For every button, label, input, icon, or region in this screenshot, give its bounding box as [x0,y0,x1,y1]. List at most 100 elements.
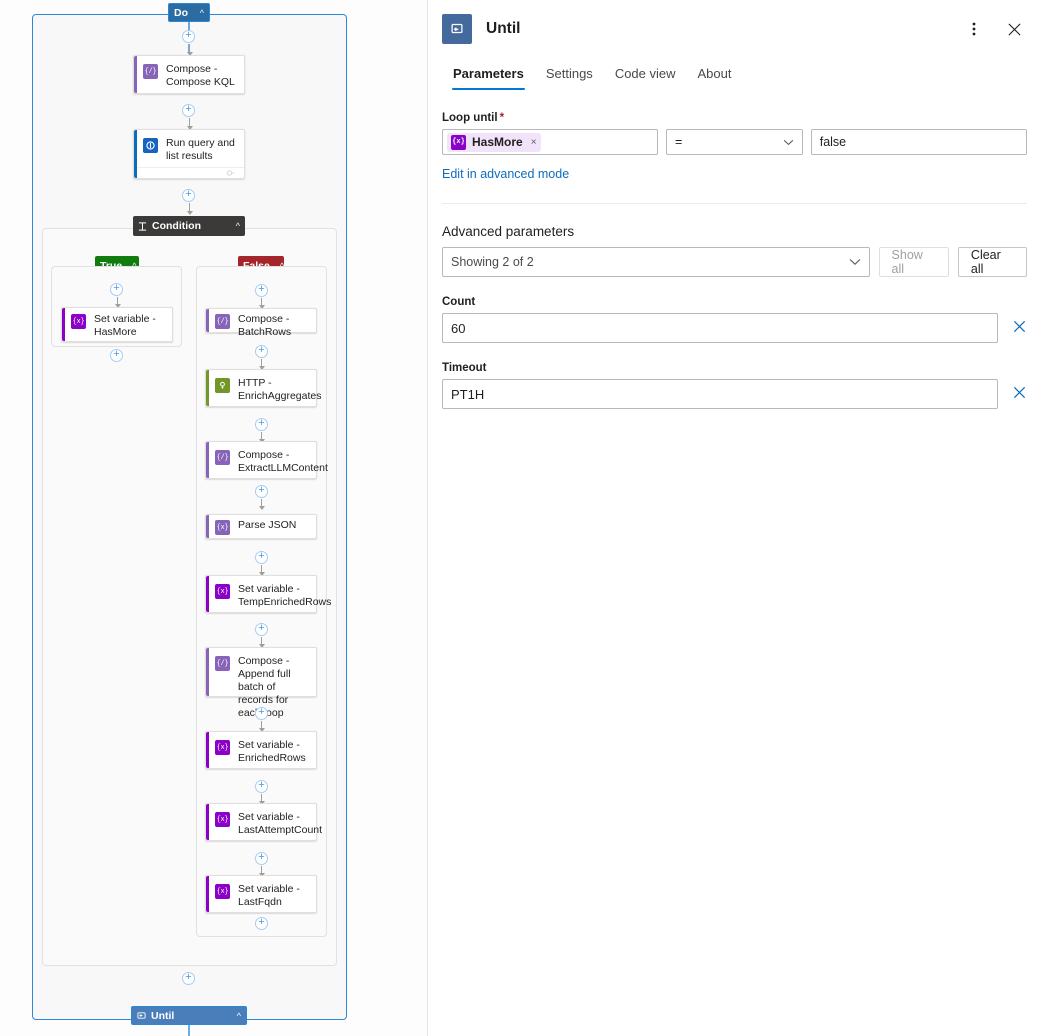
tab-code-view[interactable]: Code view [614,66,676,81]
loop-until-value-input[interactable]: false [810,129,1027,155]
close-icon[interactable] [1003,18,1025,40]
operator-select[interactable]: = [665,129,803,155]
advanced-parameters-select[interactable]: Showing 2 of 2 [442,247,870,277]
add-step-button[interactable] [182,189,195,202]
chevron-down-icon [783,139,793,145]
compose-icon: {/} [215,314,230,329]
page-title: Until [486,20,521,37]
node-compose-extractllmcontent[interactable]: {/} Compose - ExtractLLMContent [205,441,328,479]
add-step-button[interactable] [110,349,123,362]
connector-arrow [186,44,193,56]
show-all-button[interactable]: Show all [878,247,949,277]
remove-timeout-parameter-icon[interactable] [1012,385,1027,403]
advanced-parameters-select-value: Showing 2 of 2 [451,255,534,269]
chevron-up-icon[interactable]: ^ [270,261,284,271]
node-set-variable-lastattemptcount[interactable]: {x} Set variable - LastAttemptCount [205,803,322,841]
node-accent-bar [134,130,137,178]
connection-icon [226,170,235,176]
scope-header-do[interactable]: Do ^ [168,3,210,22]
node-title: Set variable - LastFqdn [238,883,300,908]
node-http-enrichaggregates[interactable]: HTTP - EnrichAggregates [205,369,321,407]
chevron-down-icon [849,259,860,266]
loop-icon [137,1011,146,1020]
tab-parameters[interactable]: Parameters [442,60,535,90]
parse-json-icon: {x} [215,520,230,535]
node-compose-append-full-batch[interactable]: {/} Compose - Append full batch of recor… [205,647,317,719]
add-step-button[interactable] [255,345,268,358]
node-set-variable-tempenrichedrows[interactable]: {x} Set variable - TempEnrichedRows [205,575,331,613]
tab-about[interactable]: About [697,66,732,81]
node-accent-bar [206,309,209,332]
loop-until-label: Loop until* [442,112,1027,124]
count-label: Count [442,296,476,308]
add-step-button[interactable] [182,104,195,117]
add-step-button[interactable] [255,623,268,636]
scope-do-label: Do [174,6,188,19]
connector-arrow [186,118,193,130]
edit-in-advanced-mode-link[interactable]: Edit in advanced mode [442,167,570,181]
node-accent-bar [206,648,209,696]
chevron-up-icon[interactable]: ^ [236,1010,241,1021]
panel-divider [427,0,428,1036]
condition-header[interactable]: Condition ^ [133,216,245,236]
variable-token[interactable]: {x} HasMore × [447,132,541,152]
add-step-button[interactable] [255,707,268,720]
node-accent-bar [206,732,209,768]
remove-count-parameter-icon[interactable] [1012,319,1027,337]
variable-token-label: HasMore [472,135,523,149]
add-step-button[interactable] [255,852,268,865]
node-title: HTTP - EnrichAggregates [238,377,322,402]
loop-until-value: false [819,135,847,149]
node-parse-json[interactable]: {x} Parse JSON [205,514,317,539]
loop-until-left-input[interactable]: {x} HasMore × [442,129,658,155]
chevron-up-icon[interactable]: ^ [122,261,136,271]
panel-header: Until [428,0,1041,44]
add-step-button[interactable] [255,485,268,498]
loop-until-row: {x} HasMore × = false [442,129,1027,155]
add-step-button[interactable] [182,30,195,43]
node-compose-compose-kql[interactable]: {/} Compose - Compose KQL [133,55,245,94]
node-compose-batchrows[interactable]: {/} Compose - BatchRows [205,308,317,338]
node-accent-bar [206,804,209,840]
more-vertical-icon[interactable] [963,18,985,40]
compose-icon: {/} [215,450,230,465]
node-title: Set variable - EnrichedRows [238,739,306,764]
kusto-icon [143,138,158,153]
node-accent-bar [206,576,209,612]
add-step-button[interactable] [110,283,123,296]
add-step-button[interactable] [255,418,268,431]
node-footer [134,167,244,178]
node-accent-bar [206,370,209,406]
node-run-query-and-list-results[interactable]: Run query and list results [133,129,245,179]
node-set-variable-enrichedrows[interactable]: {x} Set variable - EnrichedRows [205,731,317,769]
condition-label: Condition [152,220,201,232]
node-title: Parse JSON [238,519,297,531]
until-loop-icon [442,14,472,44]
add-step-button[interactable] [182,972,195,985]
node-title: Set variable - LastAttemptCount [238,811,323,836]
node-accent-bar [134,56,137,93]
add-step-button[interactable] [255,551,268,564]
panel-tabs[interactable]: Parameters Settings Code view About [428,60,1041,90]
set-variable-icon: {x} [215,884,230,899]
node-set-variable-hasmore[interactable]: {x} Set variable - HasMore [61,307,173,342]
add-step-button[interactable] [255,917,268,930]
workflow-canvas[interactable]: Do ^ {/} Compose - Compose KQL Run query… [0,0,427,1036]
compose-icon: {/} [215,656,230,671]
remove-token-icon[interactable]: × [530,136,537,148]
operator-value: = [674,135,683,149]
add-step-button[interactable] [255,780,268,793]
chevron-up-icon[interactable]: ^ [199,7,204,18]
node-title: Compose - BatchRows [238,313,292,338]
timeout-input[interactable]: PT1H [442,379,998,409]
timeout-label: Timeout [442,362,487,374]
node-title: Compose - Append full batch of records f… [238,655,291,719]
node-set-variable-lastfqdn[interactable]: {x} Set variable - LastFqdn [205,875,317,913]
chevron-up-icon[interactable]: ^ [235,221,240,231]
add-step-button[interactable] [255,284,268,297]
clear-all-button[interactable]: Clear all [957,247,1027,277]
scope-footer-until[interactable]: Until ^ [131,1006,247,1025]
node-title: Compose - Compose KQL [166,63,235,88]
tab-settings[interactable]: Settings [545,66,593,81]
count-input[interactable]: 60 [442,313,998,343]
